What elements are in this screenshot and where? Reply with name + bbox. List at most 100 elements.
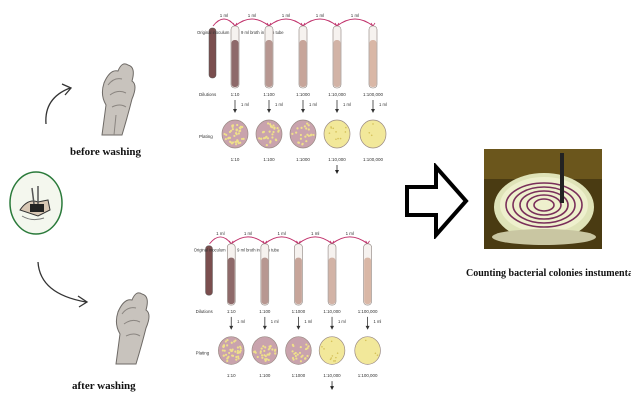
dilution-ratio: 1:10 <box>227 309 236 314</box>
colony-dot <box>368 132 370 134</box>
colony-dot <box>295 355 297 357</box>
dilution-ratio: 1:100 <box>263 92 275 97</box>
colony-dot <box>257 356 259 358</box>
inoculum-tube <box>209 28 216 78</box>
colony-dot <box>268 348 270 350</box>
tube-broth <box>232 40 239 87</box>
transfer-label: 1 ml <box>309 102 317 107</box>
colony-dot <box>239 142 241 144</box>
agar-plate <box>286 337 312 365</box>
swab-sampling-icon <box>8 170 64 236</box>
transfer-arrow <box>213 19 235 26</box>
colony-dot <box>307 345 309 347</box>
caption-counting-colonies: Counting bacterial colonies instumentall… <box>466 268 631 279</box>
colony-dot <box>371 134 373 136</box>
transfer-label: 1 ml <box>304 319 312 324</box>
selected-plate-arrow-head <box>335 170 339 174</box>
tube-broth <box>295 258 302 304</box>
colony-dot <box>269 131 271 133</box>
tube-broth <box>266 40 273 87</box>
colony-dot <box>267 137 269 139</box>
colony-dot <box>332 128 334 130</box>
transfer-label: 1 ml <box>316 13 325 18</box>
transfer-arrow <box>332 237 368 244</box>
plating-arrow-head <box>301 109 305 113</box>
colony-dot <box>321 346 323 348</box>
transfer-arrow <box>265 237 299 244</box>
colony-dot <box>269 352 271 354</box>
colony-dot <box>304 125 306 127</box>
colony-dot <box>261 354 263 356</box>
colony-dot <box>298 142 300 144</box>
colony-dot <box>291 133 293 135</box>
colony-dot <box>337 352 339 354</box>
colony-dot <box>237 357 239 359</box>
colony-dot <box>235 143 237 145</box>
transfer-label: 1 ml <box>374 319 382 324</box>
transfer-label: 1 ml <box>220 13 229 18</box>
colony-dot <box>271 136 273 138</box>
plating-arrow-head <box>296 326 300 330</box>
colony-dot <box>310 134 312 136</box>
colony-dot <box>225 354 227 356</box>
hands-before-washing-image <box>92 55 142 141</box>
colony-dot <box>237 346 239 348</box>
colony-dot <box>265 359 267 361</box>
colony-dot <box>271 133 273 135</box>
colony-dot <box>330 126 332 128</box>
tube-broth <box>300 40 307 87</box>
dilution-ratio: 1:100,000 <box>363 92 384 97</box>
transfer-label: 1 ml <box>343 102 351 107</box>
colony-dot <box>234 339 236 341</box>
colony-dot <box>270 345 272 347</box>
transfer-arrow <box>337 19 373 26</box>
colony-dot <box>345 127 347 129</box>
colony-dot <box>271 348 273 350</box>
colony-dot <box>300 134 302 136</box>
colony-dot <box>306 355 308 357</box>
colony-dot <box>262 345 264 347</box>
colony-dot <box>333 360 335 362</box>
colony-dot <box>330 359 332 361</box>
dilution-ratio: 1:100 <box>259 309 271 314</box>
colony-dot <box>295 132 297 134</box>
plating-arrow-head <box>263 326 267 330</box>
colony-dot <box>305 127 307 129</box>
colony-dot <box>264 346 266 348</box>
colony-dot <box>232 128 234 130</box>
colony-dot <box>296 127 298 129</box>
colony-dot <box>329 132 331 134</box>
plate-ratio: 1:100,000 <box>363 157 384 162</box>
colony-dot <box>226 357 228 359</box>
colony-dot <box>236 124 238 126</box>
colony-dot <box>232 141 234 143</box>
tube-broth <box>334 40 341 87</box>
agar-plate <box>256 120 282 148</box>
colony-dot <box>222 349 224 351</box>
colony-dot <box>258 137 260 139</box>
row-label-dilutions: Dilutions <box>199 92 217 97</box>
dilution-ratio: 1:1000 <box>292 309 306 314</box>
colony-dot <box>236 139 238 141</box>
plate-ratio: 1:10,000 <box>323 373 341 378</box>
colony-dot <box>274 352 276 354</box>
colony-dot <box>234 351 236 353</box>
colony-dot <box>269 141 271 143</box>
plate-ratio: 1:1000 <box>292 373 306 378</box>
colony-dot <box>226 339 228 341</box>
colony-dot <box>300 138 302 140</box>
plating-arrow-head <box>371 109 375 113</box>
transfer-label: 1 ml <box>248 13 257 18</box>
colony-dot <box>297 353 299 355</box>
transfer-label: 1 ml <box>351 13 360 18</box>
colony-dot <box>295 357 297 359</box>
transfer-label: 1 ml <box>216 231 224 236</box>
dilution-ratio: 1:100,000 <box>358 309 378 314</box>
colony-dot <box>238 352 240 354</box>
transfer-label: 1 ml <box>275 102 283 107</box>
colony-dot <box>226 360 228 362</box>
colony-dot <box>377 354 379 356</box>
colony-counter-photo <box>484 149 602 249</box>
colony-dot <box>239 127 241 129</box>
transfer-label: 1 ml <box>241 102 249 107</box>
